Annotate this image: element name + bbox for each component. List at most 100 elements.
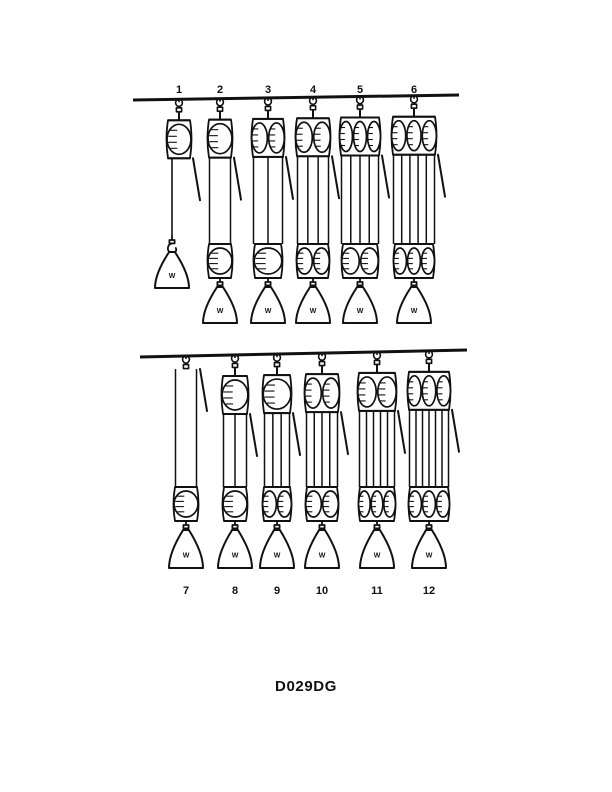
- upper-block-sheave-4-2: [312, 121, 332, 154]
- shackle-4: [308, 96, 318, 111]
- hauling-part-9: [292, 412, 301, 457]
- system-number-8: 8: [232, 585, 238, 597]
- load-body-2: [202, 286, 238, 324]
- lower-block-sheave-12-1: [407, 490, 423, 518]
- support-beam-bottom-row: [139, 348, 468, 359]
- load-weight-label-11: W: [374, 552, 381, 559]
- shackle-9: [272, 353, 282, 368]
- upper-block-sheave-3-2: [267, 122, 286, 154]
- upper-block-sheave-6-1: [390, 119, 407, 152]
- load-weight-label-9: W: [274, 552, 281, 559]
- rigging-system-7[interactable]: W7: [168, 355, 208, 597]
- lower-block-sheave-4-2: [312, 247, 331, 275]
- rigging-system-5[interactable]: W5: [338, 84, 390, 324]
- rigging-system-2[interactable]: W2: [202, 84, 242, 324]
- upper-block-sheave-3-1: [250, 122, 269, 154]
- load-weight-label-6: W: [411, 308, 418, 315]
- upper-block-sheave-1-1: [166, 123, 192, 156]
- load-weight-label-5: W: [357, 308, 364, 315]
- shackle-12: [424, 349, 434, 365]
- load-body-1: [154, 251, 190, 289]
- upper-block-sheave-12-2: [421, 374, 437, 407]
- rigging-system-3[interactable]: W3: [250, 84, 294, 324]
- lower-block-sheave-2-1: [207, 247, 233, 275]
- upper-block-sheave-8-1: [221, 379, 249, 411]
- system-number-1: 1: [176, 84, 182, 96]
- lower-block-sheave-7-1: [173, 490, 199, 518]
- hauling-part-1: [192, 157, 201, 202]
- lower-block-sheave-4-1: [295, 247, 314, 275]
- load-weight-label-12: W: [426, 552, 433, 559]
- hauling-part-6: [437, 153, 446, 198]
- system-number-4: 4: [310, 84, 317, 96]
- lower-block-sheave-6-1: [392, 247, 408, 275]
- figure-caption: D029DG: [0, 678, 612, 696]
- load-weight-label-10: W: [319, 552, 326, 559]
- figure-caption-text: D029DG: [275, 678, 337, 695]
- load-body-11: [359, 529, 395, 569]
- lower-block-sheave-11-1: [357, 490, 372, 518]
- lower-block-sheave-10-2: [321, 490, 340, 518]
- rigging-system-8[interactable]: W8: [217, 354, 258, 597]
- shackle-11: [372, 351, 382, 366]
- load-weight-label-2: W: [217, 308, 224, 315]
- system-number-7: 7: [183, 585, 189, 597]
- upper-block-sheave-11-1: [356, 376, 378, 408]
- shackle-6: [409, 94, 419, 109]
- load-body-10: [304, 529, 340, 569]
- upper-block-sheave-6-3: [421, 119, 438, 152]
- support-beam-top-row: [132, 93, 460, 102]
- hauling-part-7: [199, 368, 208, 413]
- shackle-7: [181, 355, 191, 370]
- shackle-2: [215, 97, 225, 112]
- load-body-4: [295, 286, 331, 324]
- lower-block-sheave-3-1: [253, 247, 283, 275]
- hauling-part-3: [285, 155, 294, 200]
- hauling-part-10: [340, 411, 349, 456]
- lower-block-sheave-12-3: [435, 490, 451, 518]
- rigging-system-10[interactable]: W10: [303, 352, 349, 597]
- rigging-system-9[interactable]: W9: [259, 353, 301, 597]
- rigging-system-6[interactable]: W6: [390, 84, 446, 324]
- shackle-3: [263, 97, 273, 112]
- system-number-9: 9: [274, 585, 280, 597]
- upper-block-sheave-2-1: [207, 122, 233, 155]
- load-body-5: [342, 286, 378, 324]
- rigging-system-12[interactable]: W 12: [406, 349, 460, 597]
- lower-block-sheave-8-1: [222, 490, 248, 518]
- lower-block-sheave-11-2: [370, 490, 384, 518]
- system-number-12: 12: [423, 585, 435, 597]
- lower-block-sheave-6-3: [420, 247, 436, 275]
- system-number-6: 6: [411, 84, 417, 96]
- hauling-part-8: [249, 412, 258, 457]
- rigging-system-4[interactable]: W4: [294, 84, 340, 324]
- upper-block-sheave-10-2: [321, 377, 341, 409]
- load-body-12: [411, 529, 447, 569]
- upper-block-sheave-12-1: [406, 374, 422, 407]
- lower-block-sheave-10-1: [304, 490, 323, 518]
- upper-block-sheave-5-1: [338, 120, 354, 153]
- upper-block-sheave-11-2: [376, 376, 398, 408]
- lower-block-sheave-12-2: [421, 490, 437, 518]
- lower-block-sheave-5-1: [340, 247, 361, 275]
- load-body-6: [396, 286, 432, 324]
- load-weight-label-1: W: [169, 273, 176, 280]
- lower-block-sheave-5-2: [359, 247, 380, 275]
- upper-block-sheave-5-3: [366, 120, 382, 153]
- hauling-part-4: [331, 155, 340, 200]
- rigging-system-11[interactable]: W11: [356, 351, 406, 597]
- upper-block-sheave-5-2: [352, 120, 368, 153]
- hook-1: [167, 235, 178, 254]
- lower-block-sheave-6-2: [406, 247, 422, 275]
- load-weight-label-3: W: [265, 308, 272, 315]
- lower-block-sheave-11-3: [382, 490, 397, 518]
- system-number-3: 3: [265, 84, 271, 96]
- system-number-5: 5: [357, 84, 363, 96]
- rigging-system-1[interactable]: W1: [154, 84, 201, 289]
- load-weight-label-8: W: [232, 552, 239, 559]
- shackle-5: [355, 95, 365, 110]
